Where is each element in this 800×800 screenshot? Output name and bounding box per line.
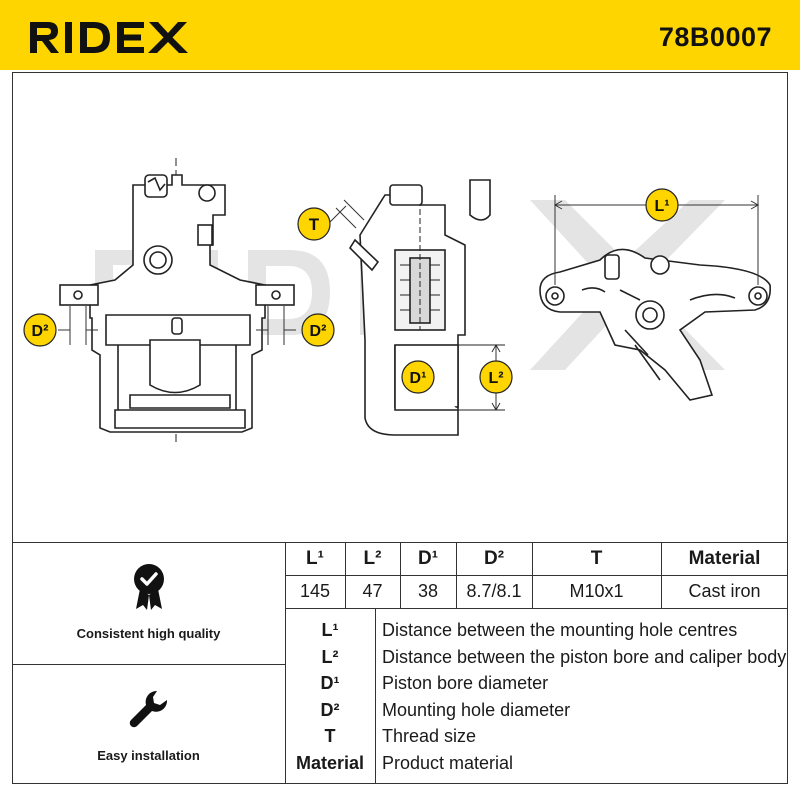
spec-header-l1: L¹: [306, 547, 324, 569]
divider: [285, 542, 286, 784]
feature-label: Easy installation: [97, 748, 200, 763]
spec-value-l2: 47: [362, 581, 383, 601]
svg-text:L²: L²: [488, 370, 503, 387]
spec-value-t: M10x1: [569, 581, 624, 601]
ridex-logo: [30, 22, 188, 53]
spec-value-row: 145 47 38 8.7/8.1 M10x1 Cast iron: [285, 575, 788, 608]
dimension-label-d2-right: D²: [301, 313, 335, 347]
legend-description: Distance between the piston bore and cal…: [382, 647, 787, 667]
spec-header-d1: D¹: [417, 547, 439, 569]
spec-header-l2: L²: [363, 547, 382, 569]
divider: [12, 664, 285, 665]
spec-header-t: T: [590, 547, 603, 569]
legend-symbol: L²: [321, 647, 339, 667]
divider: [345, 542, 346, 608]
svg-text:T: T: [309, 215, 320, 234]
legend-description: Product material: [382, 753, 514, 773]
spec-header-material: Material: [688, 547, 761, 569]
legend-row: L² Distance between the piston bore and …: [285, 644, 788, 671]
dimension-label-t: T: [297, 207, 331, 241]
legend-description: Thread size: [382, 726, 477, 746]
spec-value-d1: 38: [417, 581, 439, 601]
divider: [456, 542, 457, 608]
divider: [285, 608, 788, 609]
legend-row: D¹ Piston bore diameter: [285, 670, 788, 697]
divider: [285, 575, 788, 576]
t-dimension-lines: [329, 199, 365, 229]
divider: [400, 542, 401, 608]
legend-symbol: T: [324, 726, 336, 746]
divider: [532, 542, 533, 608]
spec-header-d2: D²: [483, 547, 505, 569]
caliper-top-view: [539, 248, 772, 401]
dimension-label-l2: L²: [479, 360, 513, 394]
legend-row: D² Mounting hole diameter: [285, 697, 788, 724]
d2-dimension-lines: [58, 306, 296, 345]
caliper-section-view: [348, 179, 505, 436]
legend-symbol: D¹: [320, 673, 340, 693]
legend-description: Piston bore diameter: [382, 673, 549, 693]
wrench-icon: [129, 690, 168, 728]
legend-row: L¹ Distance between the mounting hole ce…: [285, 617, 788, 644]
legend-row: T Thread size: [285, 723, 788, 750]
divider: [375, 608, 376, 784]
content-frame: [12, 72, 788, 784]
svg-text:L¹: L¹: [654, 198, 669, 215]
caliper-technical-drawing: D² D² T D¹ L² L¹: [23, 158, 772, 445]
spec-header-row: L¹ L² D¹ D² T Material: [285, 542, 788, 575]
legend-description: Mounting hole diameter: [382, 700, 571, 720]
legend-symbol: L¹: [321, 620, 339, 640]
spec-value-l1: 145: [299, 581, 331, 601]
legend-description: Distance between the mounting hole centr…: [382, 620, 738, 640]
legend-row: Material Product material: [285, 750, 788, 777]
legend-symbol: D²: [320, 700, 340, 720]
dimension-label-d2-left: D²: [23, 313, 57, 347]
dimension-label-d1: D¹: [401, 360, 435, 394]
spec-value-d2: 8.7/8.1: [466, 581, 522, 601]
svg-text:D¹: D¹: [410, 370, 427, 387]
svg-text:D²: D²: [310, 323, 327, 340]
caliper-front-view: [59, 158, 295, 445]
header-bar: 78B0007: [0, 0, 800, 70]
spec-value-material: Cast iron: [688, 581, 761, 601]
legend-symbol: Material: [295, 753, 365, 773]
svg-text:D²: D²: [32, 323, 49, 340]
feature-label: Consistent high quality: [76, 626, 221, 641]
dimension-label-l1: L¹: [645, 188, 679, 222]
divider: [661, 542, 662, 608]
quality-badge-icon: [134, 564, 164, 610]
part-number: 78B0007: [658, 22, 772, 52]
